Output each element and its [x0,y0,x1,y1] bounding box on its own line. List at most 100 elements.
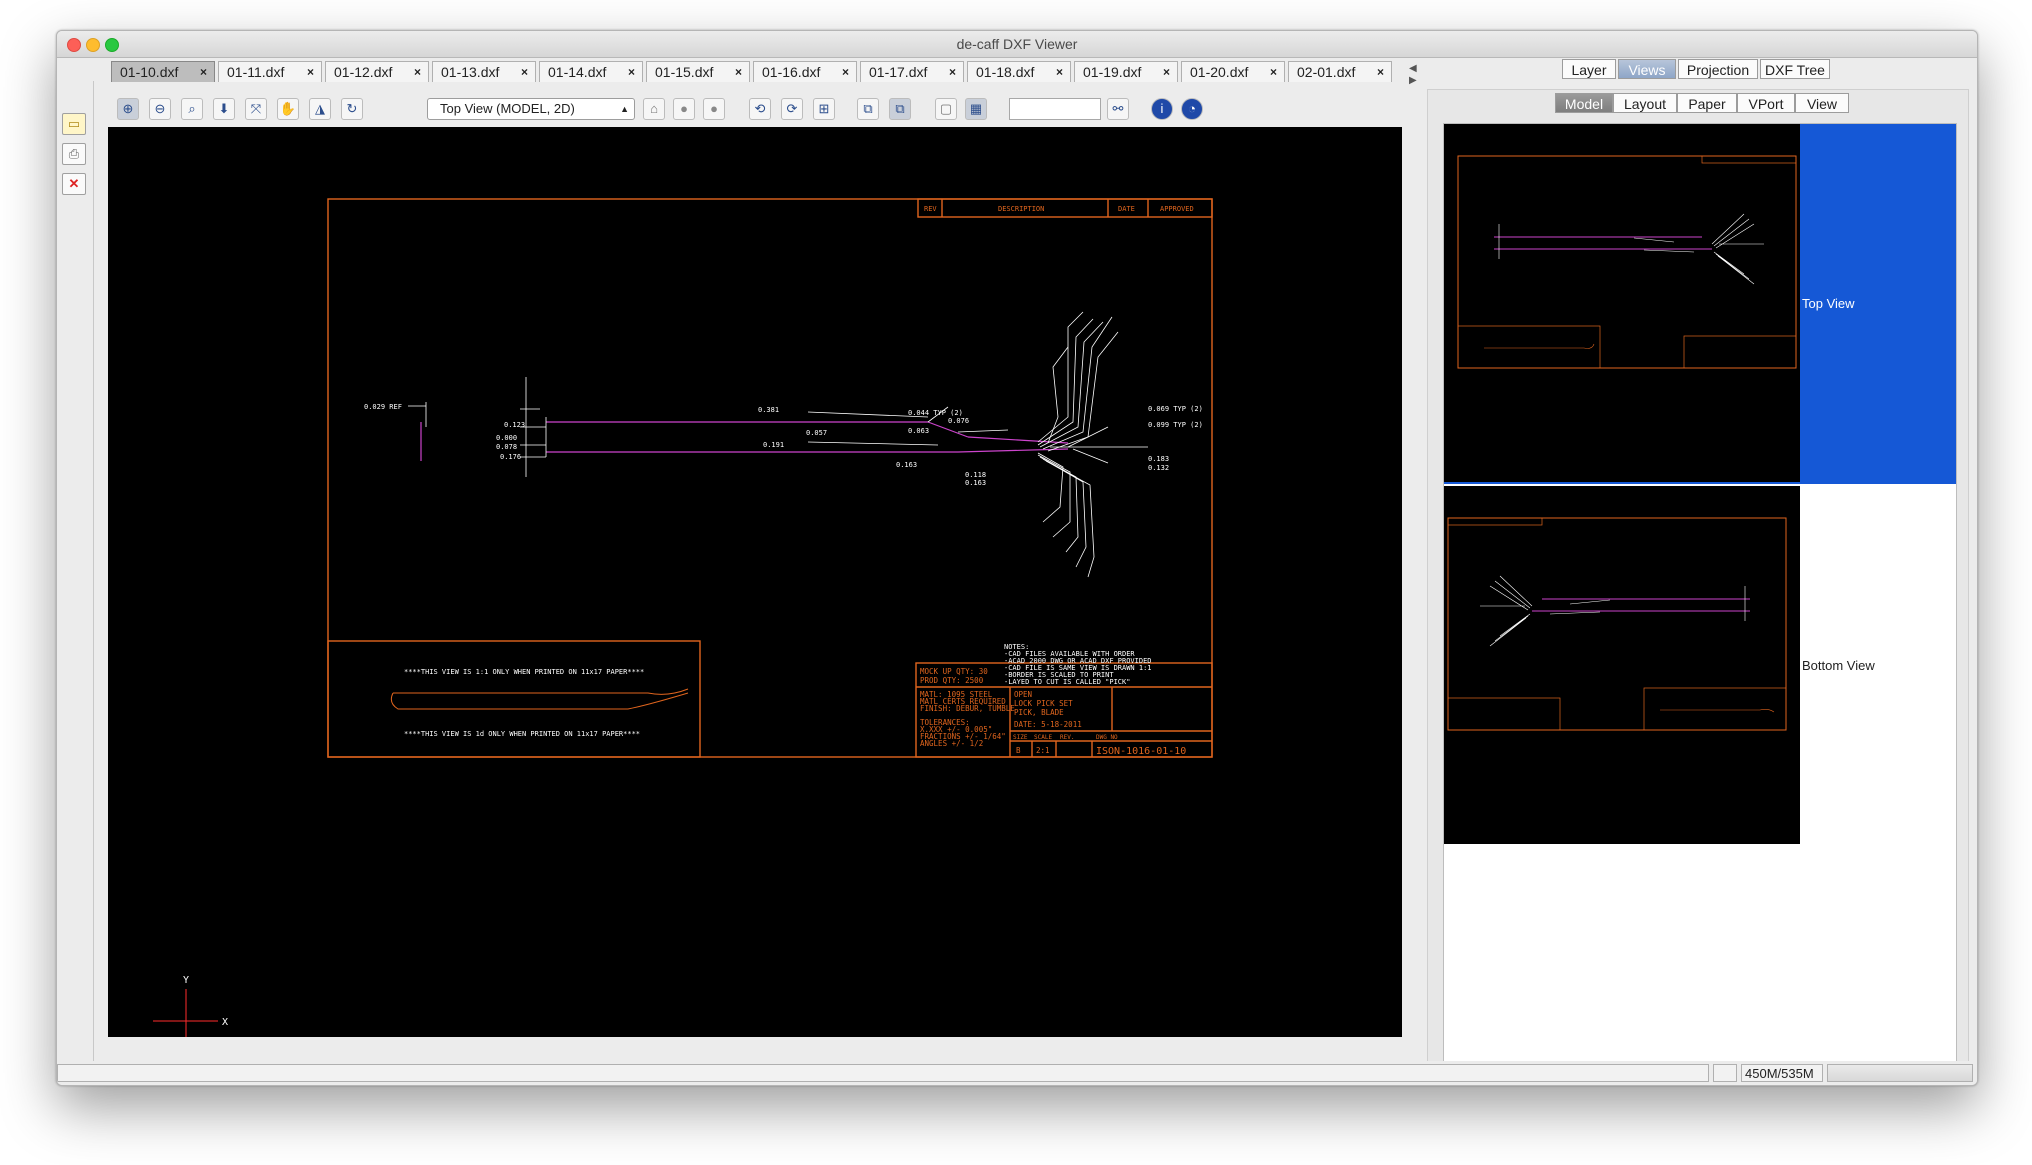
tab-close-icon[interactable]: × [627,65,635,79]
circle-gray-icon[interactable]: ● [673,98,695,120]
rotate-3d-icon[interactable]: ◮ [309,98,331,120]
zoom-window-icon[interactable]: ⌕ [181,98,203,120]
tab-close-icon[interactable]: × [520,65,528,79]
search-input[interactable] [1009,98,1101,120]
file-tab-12[interactable]: 02-01.dxf× [1288,61,1392,82]
size-header: SIZE [1013,734,1028,741]
zoom-in-icon[interactable]: ⊕ [117,98,139,120]
close-file-icon[interactable]: ✕ [62,173,86,195]
material-3: FINISH: DEBUR, TUMBLE [920,704,1015,713]
left-toolbar: ▭ ⎙ ✕ [57,81,94,1061]
title-bar: de-caff DXF Viewer [57,31,1977,58]
file-tab-6[interactable]: 01-15.dxf× [646,61,750,82]
file-tab-11[interactable]: 01-20.dxf× [1181,61,1285,82]
dim-label-13: 0.069 TYP (2) [1148,405,1203,413]
view-item-top[interactable]: Top View [1444,124,1956,484]
info-icon[interactable]: i [1151,98,1173,120]
minimize-window-icon[interactable] [86,38,100,52]
tab-scroll-right-icon[interactable]: ▶ [1409,75,1417,86]
status-bar: 450M/535M [57,1061,1977,1085]
subtab-view[interactable]: View [1795,93,1849,113]
circle-gray-2-icon[interactable]: ● [703,98,725,120]
dim-label-18: 0.163 [965,479,986,487]
size-value: B [1016,746,1021,755]
file-tab-label: 01-17.dxf [869,64,928,80]
panel-tab-projection[interactable]: Projection [1678,59,1758,79]
tab-close-icon[interactable]: × [1376,65,1384,79]
tab-close-icon[interactable]: × [306,65,314,79]
title-date: DATE: 5-18-2011 [1014,720,1082,729]
pan-hand-icon[interactable]: ✋ [277,98,299,120]
panel-tab-layer[interactable]: Layer [1562,59,1616,79]
date-header: DATE [1118,205,1135,213]
subtab-model[interactable]: Model [1555,93,1613,113]
copy-view-icon[interactable]: ⧉ [857,98,879,120]
drawing-canvas[interactable]: REV DESCRIPTION DATE APPROVED [108,127,1402,1037]
home-icon[interactable]: ⌂ [643,98,665,120]
split-pane-divider[interactable] [1411,81,1417,1061]
material-2: MATL CERTS REQUIRED [920,697,1006,706]
view-list[interactable]: Top View Bottom View [1443,123,1957,1063]
tab-close-icon[interactable]: × [841,65,849,79]
reset-view-icon[interactable]: ↻ [341,98,363,120]
dim-label-6: 0.381 [758,406,779,414]
status-message [57,1064,1709,1082]
frame-icon[interactable]: ▢ [935,98,957,120]
zoom-window-icon[interactable] [105,38,119,52]
file-tab-3[interactable]: 01-12.dxf × [325,61,429,82]
file-tab-4[interactable]: 01-13.dxf× [432,61,536,82]
tab-close-icon[interactable]: × [1055,65,1063,79]
main-toolbar: ⊕ ⊖ ⌕ ⬇ ⤧ ✋ ◮ ↻ Top View (MODEL, 2D) ▲ ⌂… [109,93,1453,125]
note-5: -LAYED TO CUT IS CALLED "PICK" [1004,678,1130,686]
zoom-out-icon[interactable]: ⊖ [149,98,171,120]
panel-tab-dxf-tree[interactable]: DXF Tree [1760,59,1830,79]
rotate-left-icon[interactable]: ⟲ [749,98,771,120]
file-tab-5[interactable]: 01-14.dxf × [539,61,643,82]
binoculars-icon[interactable]: ⚯ [1107,98,1129,120]
file-tab-label: 01-18.dxf [976,64,1035,80]
file-tab-label: 01-12.dxf [334,64,393,80]
panel-tab-views[interactable]: Views [1618,59,1676,79]
dim-label-17: 0.118 [965,471,986,479]
layers-icon[interactable]: ▦ [965,98,987,120]
fit-view-icon[interactable]: ⤧ [245,98,267,120]
rotate-free-icon[interactable]: ⊞ [813,98,835,120]
progress-bar [1827,1064,1973,1082]
file-tab-label: 01-14.dxf [548,64,607,80]
tab-close-icon[interactable]: × [1162,65,1170,79]
tab-close-icon[interactable]: × [734,65,742,79]
tab-scroll-left-icon[interactable]: ◀ [1409,63,1417,74]
rotate-right-icon[interactable]: ⟳ [781,98,803,120]
note-view-1d: ****THIS VIEW IS 1d ONLY WHEN PRINTED ON… [404,730,640,738]
subtab-paper[interactable]: Paper [1677,93,1737,113]
file-tab-10[interactable]: 01-19.dxf × [1074,61,1178,82]
view-item-bottom[interactable]: Bottom View [1444,486,1956,846]
file-tab-2[interactable]: 01-11.dxf× [218,61,322,82]
note-4: -BORDER IS SCALED TO PRINT [1004,671,1114,679]
scale-header: SCALE [1034,734,1052,741]
close-window-icon[interactable] [67,38,81,52]
statistics-icon[interactable]: ◔ [1181,98,1203,120]
tab-close-icon[interactable]: × [948,65,956,79]
tab-close-icon[interactable]: × [1269,65,1277,79]
print-icon[interactable]: ⎙ [62,143,86,165]
pan-down-icon[interactable]: ⬇ [213,98,235,120]
file-tab-label: 01-19.dxf [1083,64,1142,80]
open-file-icon[interactable]: ▭ [62,113,86,135]
app-window: de-caff DXF Viewer ▭ ⎙ ✕ 01-10.dxf×01-11… [56,30,1978,1086]
dim-label-1: 0.029 REF [364,403,402,411]
file-tab-9[interactable]: 01-18.dxf × [967,61,1071,82]
tolerance-3: FRACTIONS +/- 1/64" [920,732,1006,741]
rev-header-tb: REV. [1060,734,1074,741]
paste-view-icon[interactable]: ⧉ [889,98,911,120]
subtab-layout[interactable]: Layout [1613,93,1677,113]
file-tab-7[interactable]: 01-16.dxf× [753,61,857,82]
file-tab-8[interactable]: 01-17.dxf × [860,61,964,82]
subtab-vport[interactable]: VPort [1737,93,1795,113]
tab-close-icon[interactable]: × [199,65,207,79]
view-select[interactable]: Top View (MODEL, 2D) ▲ [427,98,635,120]
file-tab-1[interactable]: 01-10.dxf× [111,61,215,82]
tab-close-icon[interactable]: × [413,65,421,79]
